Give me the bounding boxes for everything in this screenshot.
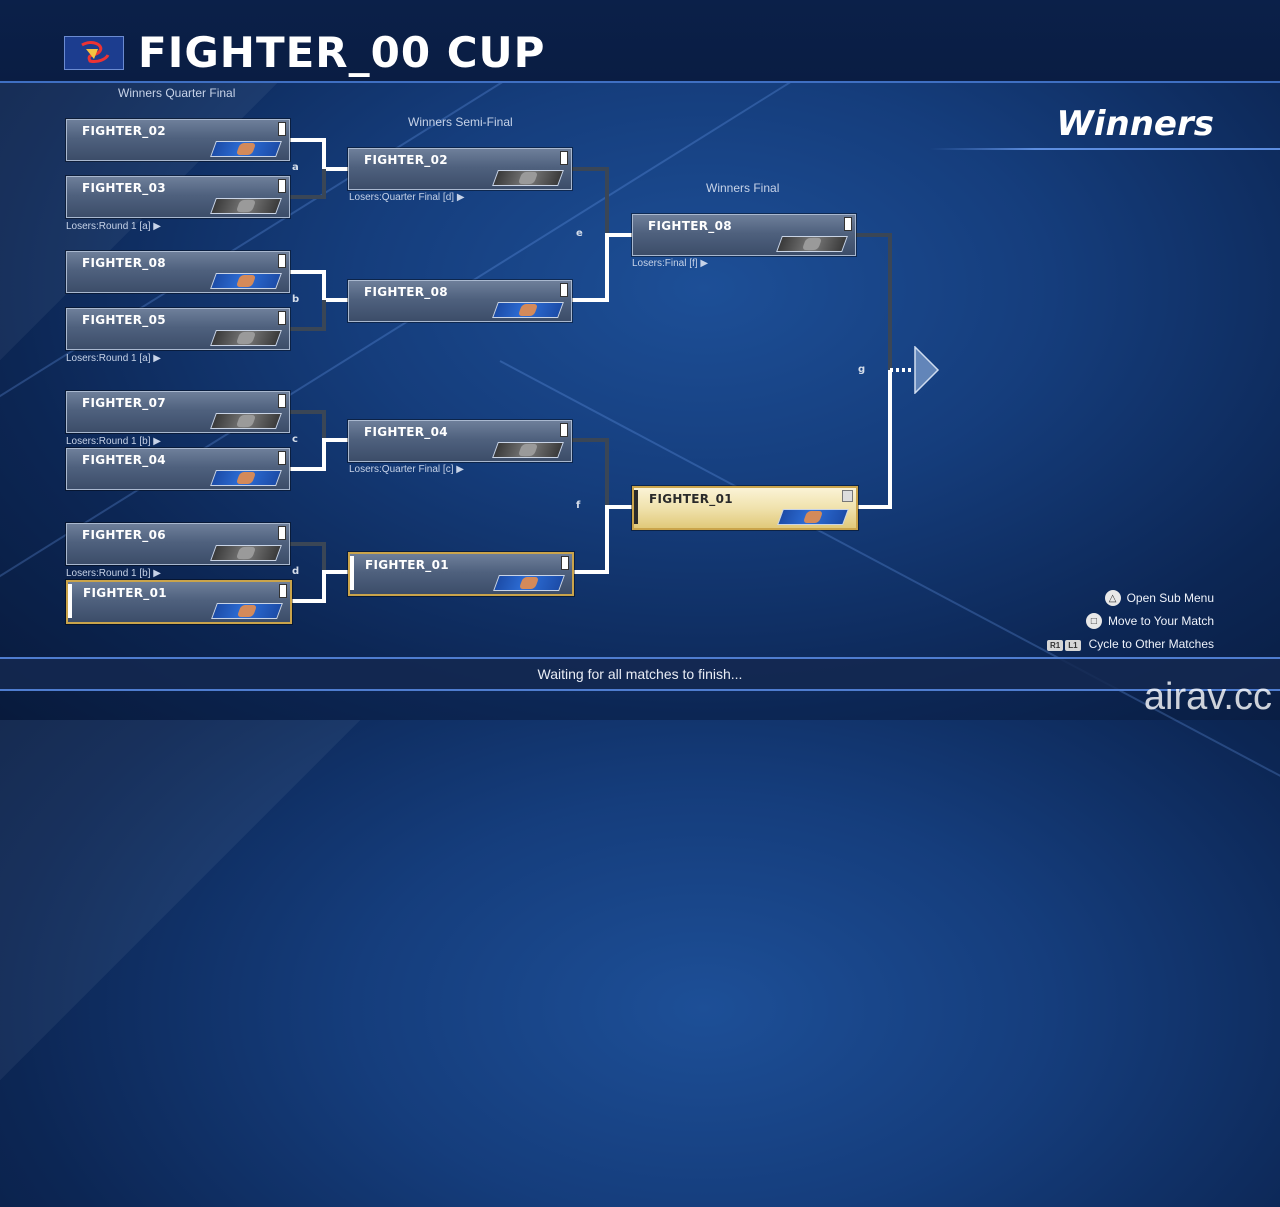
seed-flag-icon [278, 526, 286, 540]
character-portrait-icon [211, 603, 283, 619]
player-name: FIGHTER_01 [649, 492, 733, 506]
seed-flag-icon [278, 311, 286, 325]
match-letter: b [292, 294, 300, 305]
l1-button-icon: L1 [1065, 640, 1081, 651]
hint-move-to-match[interactable]: □ Move to Your Match [1085, 613, 1214, 629]
round-label-quarter: Winners Quarter Final [118, 86, 236, 100]
round-label-semi: Winners Semi-Final [408, 115, 513, 129]
player-card[interactable]: FIGHTER_08 [632, 214, 856, 256]
match-letter: a [292, 162, 299, 173]
player-card[interactable]: FIGHTER_04 [66, 448, 290, 490]
character-portrait-icon [210, 141, 282, 157]
r1-button-icon: R1 [1047, 640, 1064, 651]
losers-bracket-link[interactable]: Losers:Round 1 [b] ▶ [66, 568, 161, 579]
seed-flag-icon [278, 254, 286, 268]
seed-flag-icon [560, 423, 568, 437]
match-letter: f [576, 500, 581, 511]
character-portrait-icon [210, 470, 282, 486]
losers-bracket-link[interactable]: Losers:Round 1 [a] ▶ [66, 353, 161, 364]
bracket-lines [289, 167, 892, 572]
round-label-final: Winners Final [706, 181, 780, 195]
character-portrait-icon [492, 170, 564, 186]
player-card[interactable]: FIGHTER_03 [66, 176, 290, 218]
player-name: FIGHTER_08 [82, 256, 166, 270]
match-letter: c [292, 434, 298, 445]
hint-label: Cycle to Other Matches [1088, 637, 1214, 651]
losers-bracket-link[interactable]: Losers:Round 1 [b] ▶ [66, 436, 161, 447]
seed-flag-icon [560, 151, 568, 165]
player-card[interactable]: FIGHTER_06 [66, 523, 290, 565]
status-bar: Waiting for all matches to finish... [0, 657, 1280, 691]
selection-bar [68, 584, 72, 618]
seed-flag-icon [278, 394, 286, 408]
champion-arrow-icon [914, 345, 940, 398]
player-name: FIGHTER_04 [364, 425, 448, 439]
hint-label: Move to Your Match [1107, 614, 1214, 628]
seed-flag-icon [278, 179, 286, 193]
character-portrait-icon [210, 273, 282, 289]
seed-flag-icon [842, 490, 853, 502]
sf-logo-icon [64, 36, 124, 70]
player-name: FIGHTER_01 [83, 586, 167, 600]
character-portrait-icon [492, 302, 564, 318]
player-name: FIGHTER_03 [82, 181, 166, 195]
character-portrait-icon [210, 413, 282, 429]
character-portrait-icon [210, 330, 282, 346]
player-card[interactable]: FIGHTER_05 [66, 308, 290, 350]
player-card[interactable]: FIGHTER_07 [66, 391, 290, 433]
header-bar [0, 0, 1280, 82]
seed-flag-icon [561, 556, 569, 570]
player-card[interactable]: FIGHTER_04 [348, 420, 572, 462]
square-button-icon: □ [1085, 613, 1102, 629]
watermark: airav.cc [1143, 676, 1272, 718]
seed-flag-icon [278, 122, 286, 136]
player-card-self[interactable]: FIGHTER_01 [66, 580, 292, 624]
character-portrait-icon [210, 198, 282, 214]
character-portrait-icon [210, 545, 282, 561]
player-name: FIGHTER_06 [82, 528, 166, 542]
selection-bar [350, 556, 354, 590]
player-name: FIGHTER_08 [648, 219, 732, 233]
losers-bracket-link[interactable]: Losers:Quarter Final [d] ▶ [349, 192, 465, 203]
section-divider [930, 148, 1280, 150]
character-portrait-icon [493, 575, 565, 591]
player-name: FIGHTER_02 [82, 124, 166, 138]
status-text: Waiting for all matches to finish... [537, 666, 743, 682]
player-card[interactable]: FIGHTER_08 [348, 280, 572, 322]
character-portrait-icon [777, 509, 849, 525]
player-name: FIGHTER_01 [365, 558, 449, 572]
player-name: FIGHTER_07 [82, 396, 166, 410]
losers-bracket-link[interactable]: Losers:Quarter Final [c] ▶ [349, 464, 464, 475]
player-card[interactable]: FIGHTER_02 [66, 119, 290, 161]
section-title: Winners [1056, 104, 1214, 144]
seed-flag-icon [278, 451, 286, 465]
selection-bar [634, 490, 638, 524]
match-letter: g [858, 364, 866, 375]
losers-bracket-link[interactable]: Losers:Final [f] ▶ [632, 258, 709, 269]
player-card[interactable]: FIGHTER_08 [66, 251, 290, 293]
match-letter: d [292, 566, 300, 577]
triangle-button-icon: △ [1104, 590, 1121, 606]
player-card[interactable]: FIGHTER_02 [348, 148, 572, 190]
seed-flag-icon [560, 283, 568, 297]
player-name: FIGHTER_04 [82, 453, 166, 467]
hint-label: Open Sub Menu [1126, 591, 1214, 605]
player-name: FIGHTER_05 [82, 313, 166, 327]
player-card-selected[interactable]: FIGHTER_01 [632, 486, 858, 530]
player-name: FIGHTER_08 [364, 285, 448, 299]
header-divider [0, 81, 1280, 83]
page-title: FIGHTER_00 CUP [138, 28, 546, 77]
hint-open-sub-menu[interactable]: △ Open Sub Menu [1104, 590, 1214, 606]
player-card-self[interactable]: FIGHTER_01 [348, 552, 574, 596]
match-letter: e [576, 228, 583, 239]
losers-bracket-link[interactable]: Losers:Round 1 [a] ▶ [66, 221, 161, 232]
player-name: FIGHTER_02 [364, 153, 448, 167]
character-portrait-icon [776, 236, 848, 252]
seed-flag-icon [279, 584, 287, 598]
character-portrait-icon [492, 442, 564, 458]
seed-flag-icon [844, 217, 852, 231]
